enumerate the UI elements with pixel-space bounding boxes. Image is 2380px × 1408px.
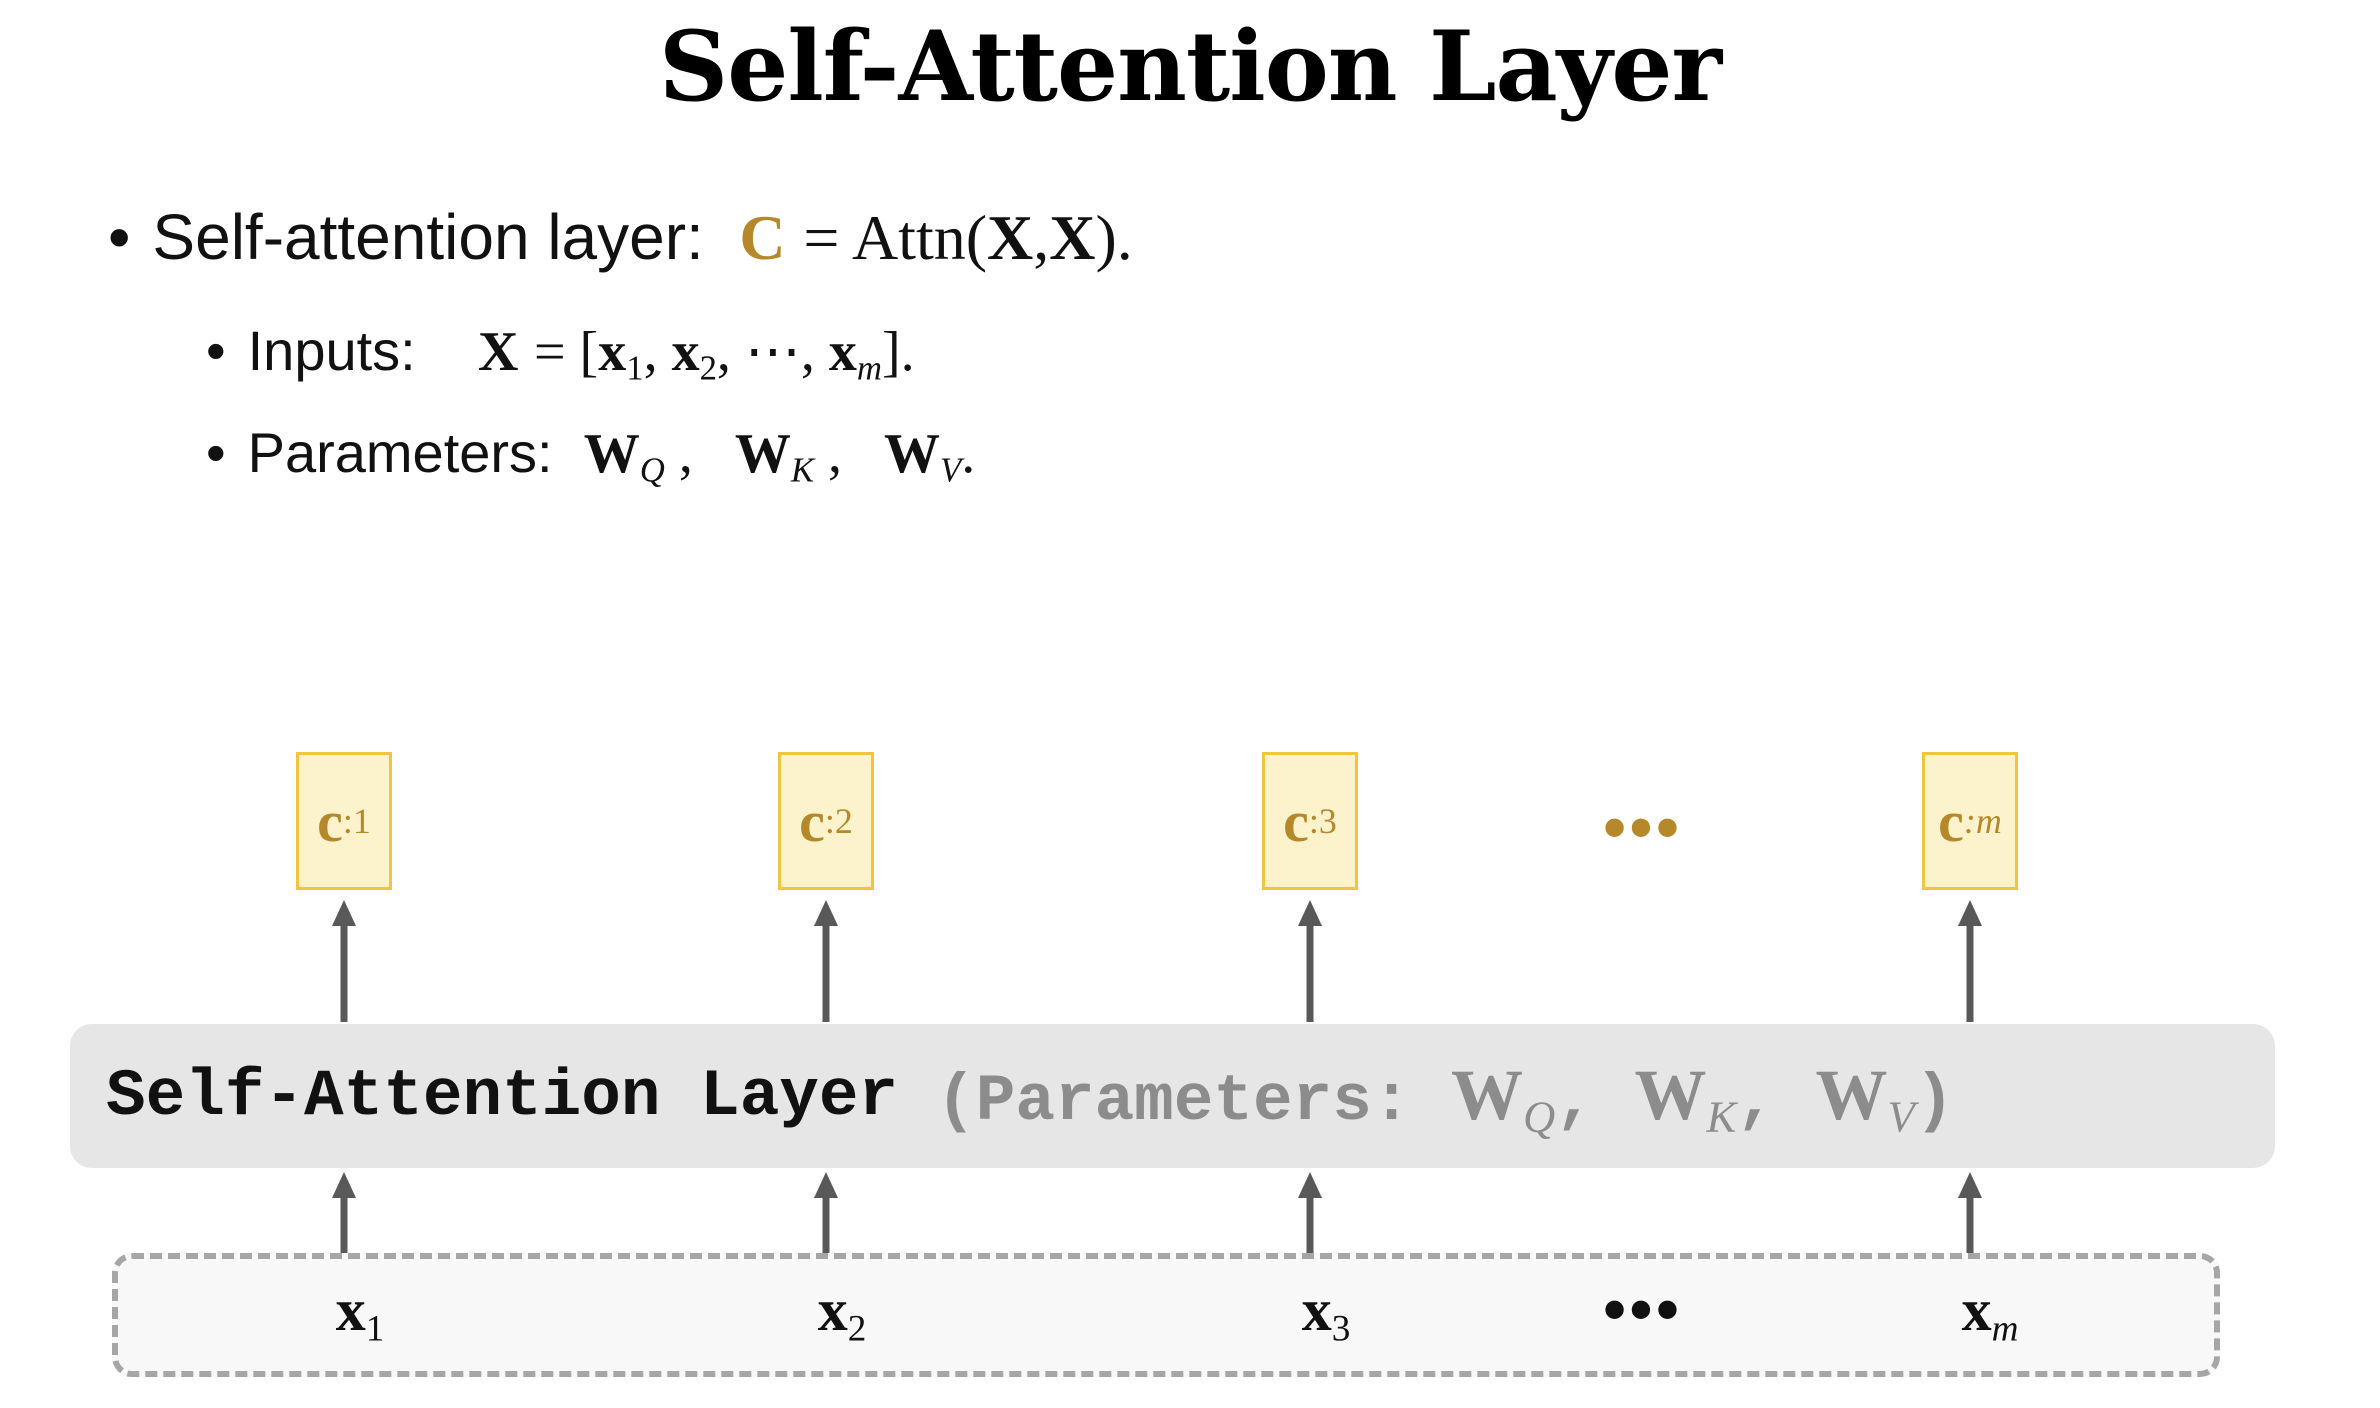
bullet-parameters: •Parameters: WQ , WK , WV. (206, 421, 976, 490)
params-label: (Parameters: (936, 1063, 1412, 1139)
formula-arg-1: X (987, 202, 1034, 273)
subscript: m (856, 348, 882, 388)
arrow-head (332, 1172, 356, 1198)
params-close: ) (1914, 1063, 1955, 1139)
formula-close: ). (1095, 202, 1133, 273)
subscript: V (939, 450, 962, 490)
period: . (961, 423, 976, 485)
formula-close: ]. (882, 321, 915, 383)
layer-name: Self-Attention Layer (106, 1058, 899, 1134)
bullet-label: Parameters: (247, 421, 553, 484)
output-vector: c (1938, 788, 1964, 854)
layer-parameters: (Parameters: WQ, WK, WV) (936, 1054, 1954, 1139)
input-x1: x1 (335, 1277, 385, 1350)
formula-comma: , (1033, 202, 1050, 273)
output-ellipsis: ••• (1603, 791, 1683, 863)
output-vector: c (1283, 788, 1309, 854)
output-box-3: c:3 (1262, 752, 1358, 890)
slide-title: Self-Attention Layer (658, 10, 1722, 123)
arrow-head (1958, 900, 1982, 926)
input-matrix-symbol: X (477, 321, 519, 383)
subscript: 1 (626, 348, 644, 388)
subscript: K (790, 450, 814, 490)
formula-arg-2: X (1049, 202, 1096, 273)
param-separator: , (1555, 1063, 1595, 1139)
bullet-dot: • (108, 201, 131, 273)
output-vector: c (799, 788, 825, 854)
input-sequence-box (112, 1253, 2220, 1377)
output-box-m: c:m (1922, 752, 2018, 890)
ellipsis: ⋯ (744, 321, 801, 383)
bullet-self-attention: •Self-attention layer: C = Attn(X,X). (108, 200, 1133, 275)
output-box-1: c:1 (296, 752, 392, 890)
weight-symbol: W (883, 423, 940, 485)
weight-symbol: W (583, 423, 640, 485)
param-wq: WQ (1451, 1054, 1556, 1141)
output-symbol: C (739, 202, 786, 273)
bullet-label: Self-attention layer: (152, 201, 704, 273)
subscript: 2 (699, 348, 717, 388)
self-attention-layer-block: Self-Attention Layer (Parameters: WQ, WK… (70, 1024, 2275, 1168)
output-vector: c (317, 788, 343, 854)
input-x3: x3 (1301, 1277, 1351, 1350)
arrow-head (1298, 900, 1322, 926)
input-ellipsis: ••• (1603, 1273, 1683, 1345)
weight-symbol: W (734, 423, 791, 485)
formula-eq-bracket: = [ (533, 321, 599, 383)
bullet-dot: • (206, 421, 226, 484)
vector-x: x (598, 321, 627, 383)
output-box-2: c:2 (778, 752, 874, 890)
arrow-head (1958, 1172, 1982, 1198)
bullet-dot: • (206, 319, 226, 382)
arrow-head (332, 900, 356, 926)
bullet-inputs: •Inputs: X = [x1, x2, ⋯, xm]. (206, 319, 915, 388)
arrow-head (814, 900, 838, 926)
param-wk: WK (1634, 1054, 1737, 1141)
param-separator: , (1736, 1063, 1776, 1139)
param-wv: WV (1815, 1054, 1915, 1141)
formula-attn: = Attn( (803, 202, 988, 273)
input-xm: xm (1961, 1277, 2019, 1350)
subscript: Q (639, 450, 665, 490)
input-x2: x2 (817, 1277, 867, 1350)
vector-x: x (671, 321, 700, 383)
vector-x: x (828, 321, 857, 383)
arrow-head (1298, 1172, 1322, 1198)
bullet-label: Inputs: (247, 319, 416, 382)
arrow-head (814, 1172, 838, 1198)
